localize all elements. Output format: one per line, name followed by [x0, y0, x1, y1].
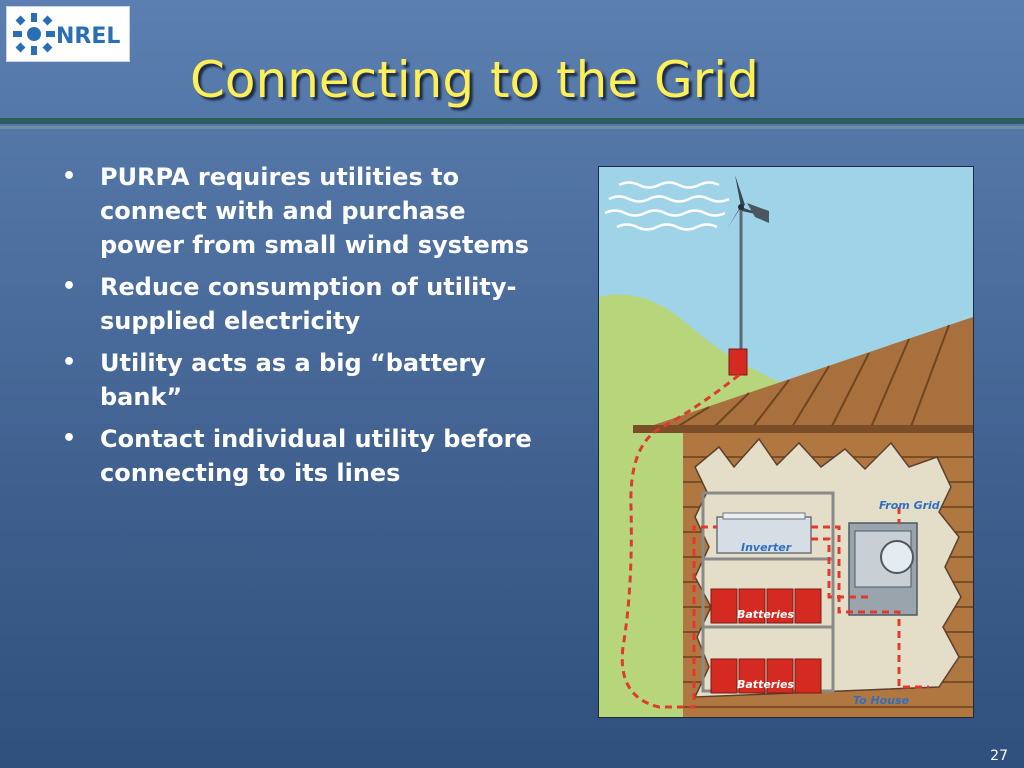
- bullet-icon: •: [62, 350, 77, 375]
- title-divider-accent: [0, 126, 1024, 129]
- bullet-icon: •: [62, 426, 77, 451]
- bullet-item: •Contact individual utility before conne…: [60, 422, 540, 490]
- bullet-icon: •: [62, 164, 77, 189]
- battery-bank-icon: [710, 588, 822, 624]
- wind-turbine-icon: [727, 175, 769, 376]
- nrel-logo: NREL: [6, 6, 130, 62]
- roof-shape: [633, 317, 973, 432]
- bullet-list: •PURPA requires utilities to connect wit…: [60, 160, 540, 498]
- disconnect-box: [728, 348, 748, 376]
- page-number: 27: [990, 748, 1008, 764]
- bullet-item: •Utility acts as a big “battery bank”: [60, 346, 540, 414]
- from-grid-label: From Grid: [879, 499, 940, 512]
- wiring-path: [620, 373, 929, 709]
- interior-cutaway: [693, 437, 962, 698]
- logo-text: NREL: [56, 24, 120, 49]
- batteries-label: Batteries: [737, 678, 794, 691]
- bullet-icon: •: [62, 274, 77, 299]
- grid-connection-illustration: From Grid Inverter Batteries Batteries T…: [598, 166, 974, 718]
- inverter-box: [716, 516, 812, 554]
- wind-house-diagram: From Grid Inverter Batteries Batteries T…: [599, 167, 973, 717]
- slide-title: Connecting to the Grid: [190, 51, 759, 109]
- nrel-sunburst-icon: NREL: [13, 13, 120, 55]
- bullet-item: •PURPA requires utilities to connect wit…: [60, 160, 540, 262]
- to-house-label: To House: [853, 694, 910, 707]
- inverter-label: Inverter: [741, 541, 792, 554]
- battery-bank-icon: [710, 658, 822, 694]
- title-divider: [0, 118, 1024, 124]
- batteries-label: Batteries: [737, 608, 794, 621]
- bullet-item: •Reduce consumption of utility-supplied …: [60, 270, 540, 338]
- wind-gust-icon: [604, 181, 730, 231]
